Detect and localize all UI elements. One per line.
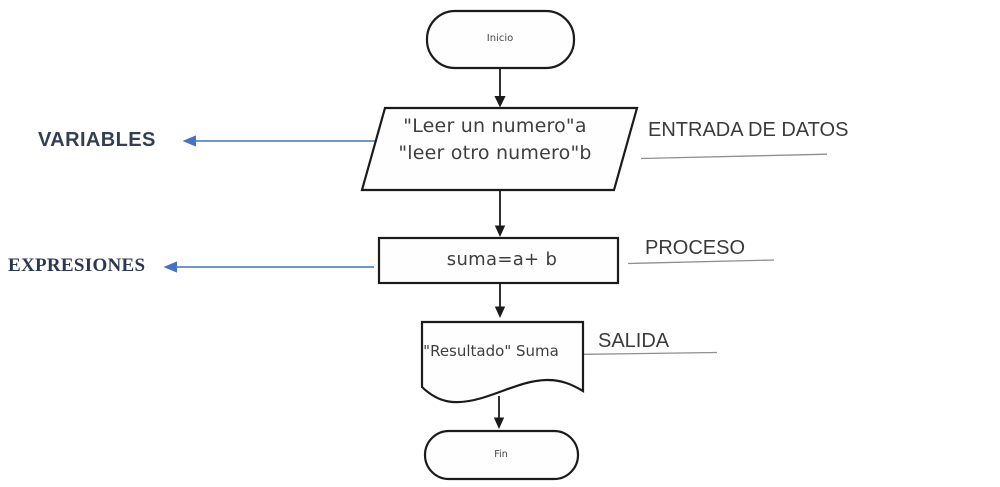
proceso-annotation: PROCESO: [645, 237, 746, 259]
salida-underline: [582, 351, 718, 355]
flow-arrow-input-to-process: [494, 190, 506, 237]
process-rectangle-shape: [377, 236, 620, 285]
end-label: Fin: [494, 449, 508, 460]
proceso-underline: [627, 259, 775, 265]
process-label: suma=a+ b: [446, 249, 558, 270]
start-terminator-shape: [425, 9, 576, 70]
variables-annotation: VARIABLES: [38, 129, 156, 151]
flow-arrow-output-to-end: [493, 396, 505, 429]
output-label: "Resultado" Suma: [423, 342, 559, 360]
variables-pointer-arrow: [182, 135, 377, 147]
start-label: Inicio: [486, 33, 514, 44]
flow-arrow-process-to-output: [494, 283, 506, 318]
entrada-de-datos-annotation: ENTRADA DE DATOS: [648, 119, 849, 141]
input-text: "Leer un numero"a "leer otro numero"b: [398, 113, 591, 167]
expresiones-pointer-arrow: [163, 261, 374, 273]
input-line2: "leer otro numero"b: [398, 142, 592, 164]
end-terminator-shape: [423, 429, 580, 481]
expresiones-annotation: EXPRESIONES: [8, 255, 146, 276]
output-document-shape: [420, 320, 585, 404]
input-line1: "Leer un numero"a: [403, 115, 587, 137]
salida-annotation: SALIDA: [598, 330, 670, 352]
flow-arrow-start-to-input: [494, 68, 506, 108]
entrada-underline: [640, 153, 828, 160]
input-parallelogram-shape: [360, 106, 639, 192]
